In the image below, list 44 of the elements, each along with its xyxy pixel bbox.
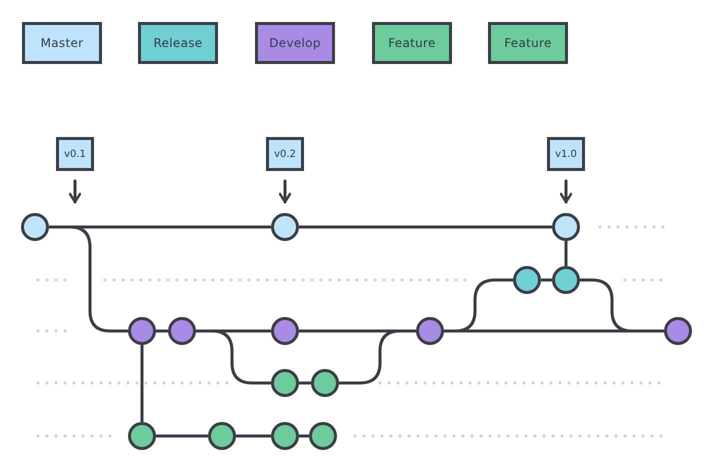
branch-line: [236, 434, 271, 438]
branch-line: [49, 226, 128, 332]
commit-circle: [208, 422, 236, 450]
legend-swatch: Master: [22, 22, 102, 64]
version-label: v0.1: [64, 148, 86, 160]
legend-swatch: Develop: [255, 22, 335, 64]
branch-line: [541, 278, 552, 282]
tag-box: [547, 137, 585, 171]
commit-circle: [128, 317, 156, 345]
commit-circle: [552, 213, 580, 241]
branch-line: [564, 241, 568, 266]
commit-circle: [513, 266, 541, 294]
commit-circle: [309, 422, 337, 450]
commit-circle: [168, 317, 196, 345]
branch-line: [339, 330, 416, 384]
commit-circle: [128, 422, 156, 450]
version-label: v0.2: [274, 148, 296, 160]
branch-line: [196, 330, 271, 384]
branch-line: [156, 330, 168, 332]
version-label: v1.0: [555, 148, 577, 160]
legend-swatch: Release: [138, 22, 218, 64]
tag-box: [56, 137, 94, 171]
branch-line: [299, 382, 311, 384]
commit-circle: [271, 317, 299, 345]
commit-circle: [416, 317, 444, 345]
arrow: [278, 180, 292, 204]
commit-circle: [271, 213, 299, 241]
branch-line: [156, 434, 208, 438]
arrow: [68, 180, 82, 204]
arrow: [560, 180, 572, 204]
commit-circle: [271, 422, 299, 450]
branch-line: [444, 278, 513, 332]
commit-circle: [552, 266, 580, 294]
branch-line: [299, 434, 309, 438]
legend-swatch: Feature: [488, 22, 568, 64]
branch-line: [140, 345, 144, 422]
commit-circle: [664, 317, 692, 345]
commit-circle: [271, 369, 299, 397]
commit-circle: [21, 213, 49, 241]
branch-line: [299, 226, 552, 228]
commit-circle: [311, 369, 339, 397]
legend-swatch: Feature: [372, 22, 452, 64]
branch-line: [580, 278, 664, 332]
tag-box: [266, 137, 304, 171]
